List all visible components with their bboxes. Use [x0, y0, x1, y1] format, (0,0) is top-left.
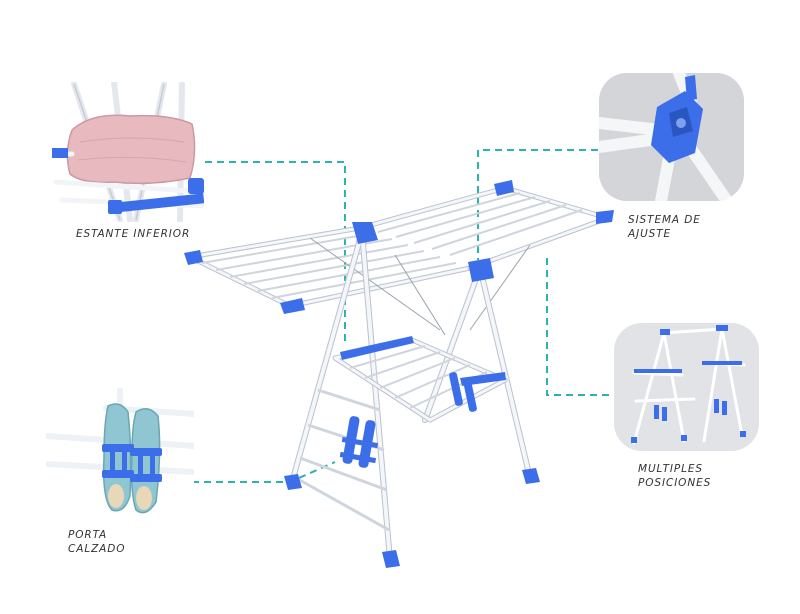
top-joint-right	[468, 258, 494, 282]
pillow-icon	[66, 114, 196, 185]
support-wires	[309, 237, 531, 336]
shoes-icon	[102, 403, 161, 514]
inset-adjust-system	[599, 73, 744, 201]
lower-shelf	[332, 336, 508, 423]
rack-legs	[284, 222, 540, 568]
inset-multiple-positions	[614, 323, 759, 451]
inset-shoe-holder	[46, 388, 194, 526]
label-multiples-posiciones: MULTIPLES POSICIONES	[638, 463, 712, 489]
label-porta-calzado: PORTA CALZADO	[68, 529, 126, 555]
inset-lower-shelf	[52, 82, 204, 222]
left-wing	[184, 225, 473, 314]
top-joint-left	[352, 222, 378, 244]
front-shoe-holder	[339, 416, 379, 468]
adjust-joint-icon	[651, 75, 703, 163]
label-sistema-ajuste: SISTEMA DE AJUSTE	[628, 214, 701, 240]
right-wing	[357, 180, 614, 271]
label-estante-inferior: ESTANTE INFERIOR	[76, 228, 191, 240]
